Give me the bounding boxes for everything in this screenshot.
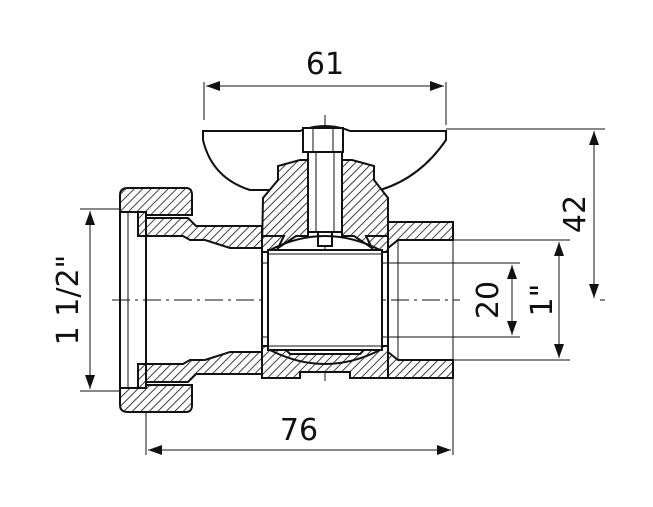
stem-tenon [317, 231, 333, 247]
dimension-label-inlet-thread: 1 1/2" [51, 255, 86, 346]
union-nut-face [119, 211, 147, 389]
stem-nut [302, 127, 344, 153]
dimension-overall-length: 76 [145, 335, 454, 455]
dimension-label-height: 42 [558, 195, 593, 233]
valve-body [119, 124, 454, 413]
dimension-label-outlet-thread: 1" [525, 284, 560, 317]
dimension-inlet-thread: 1 1/2" [51, 208, 125, 392]
dimension-label-overall-length: 76 [280, 413, 318, 448]
dimension-handle-span: 61 [203, 47, 447, 125]
ball-lower-arc [269, 349, 381, 365]
valve-ball-bore [267, 249, 383, 351]
dimension-height: 42 [446, 128, 605, 301]
dimension-label-handle-span: 61 [306, 47, 344, 82]
valve-stem [307, 151, 343, 233]
ball-upper-arc [269, 235, 381, 251]
dimension-label-bore: 20 [471, 281, 506, 319]
